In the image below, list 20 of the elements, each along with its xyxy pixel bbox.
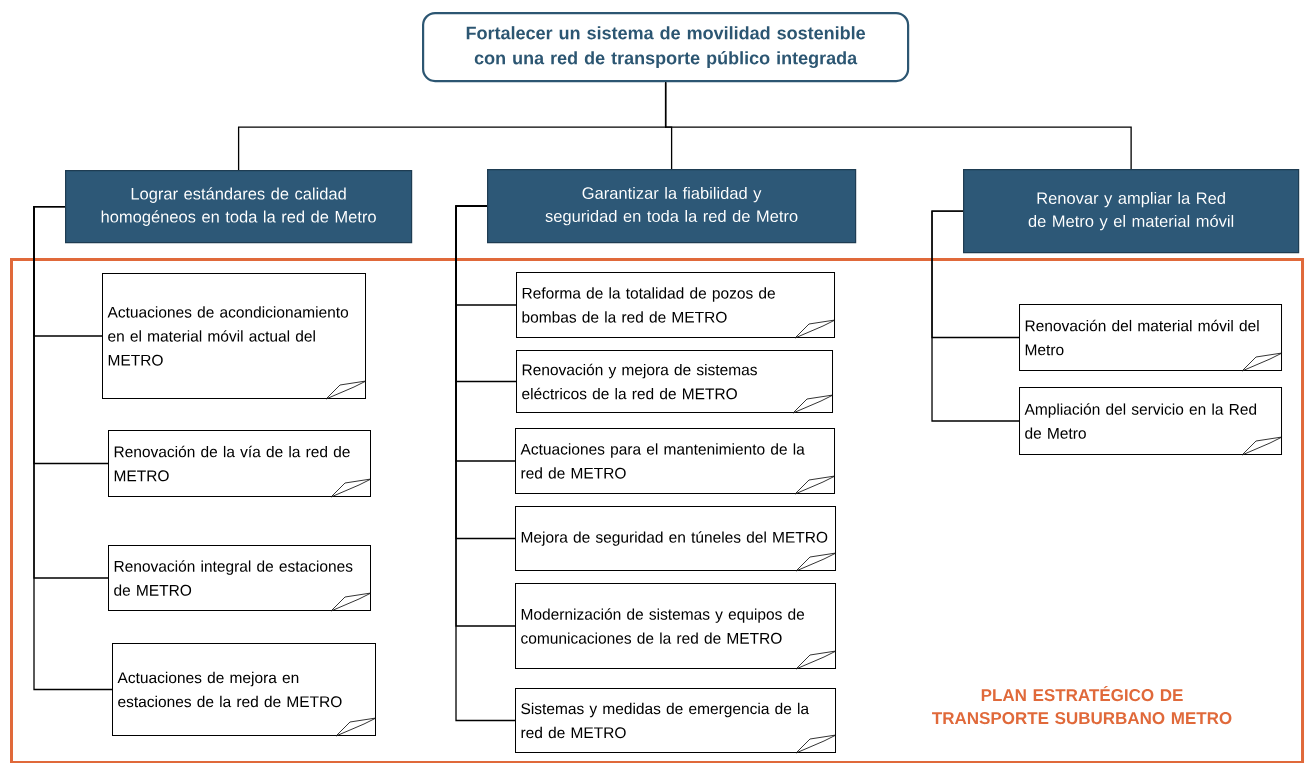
connector xyxy=(931,210,1020,422)
note-box: Renovación del material móvil del Metro xyxy=(1019,304,1283,372)
note-box: Renovación y mejora de sistemas eléctricos de la red de METRO xyxy=(516,350,834,414)
objective-box: Garantizar la fiabilidad y seguridad en toda la red de Metro xyxy=(487,169,857,244)
objective-box: Renovar y ampliar la Red de Metro y el material móvil xyxy=(963,169,1300,254)
note-box: Modernización de sistemas y equipos de comunicaciones de la red de METRO xyxy=(515,583,837,670)
note-box: Sistemas y medidas de emergencia de la red de METRO xyxy=(515,688,837,754)
note-box: Ampliación del servicio en la Red de Metro xyxy=(1019,387,1283,456)
note-box: Actuaciones de acondicionamiento en el material móvil actual del METRO xyxy=(102,273,367,400)
connector xyxy=(33,205,113,691)
note-box: Mejora de seguridad en túneles del METRO xyxy=(515,506,837,572)
connector xyxy=(664,81,1132,170)
note-box: Actuaciones para el mantenimiento de la red de METRO xyxy=(515,428,836,495)
note-box: Renovación de la vía de la red de METRO xyxy=(108,430,372,498)
objective-box: Lograr estándares de calidad homogéneos en toda la red de Metro xyxy=(65,170,413,244)
note-box: Actuaciones de mejora en estaciones de la red de METRO xyxy=(112,643,377,737)
connector xyxy=(455,205,516,722)
note-box: Renovación integral de estaciones de METRO xyxy=(108,545,372,612)
goal-box: Fortalecer un sistema de movilidad sostenible con una red de transporte público integrada xyxy=(422,12,910,83)
note-box: Reforma de la totalidad de pozos de bombas de la red de METRO xyxy=(516,272,836,339)
